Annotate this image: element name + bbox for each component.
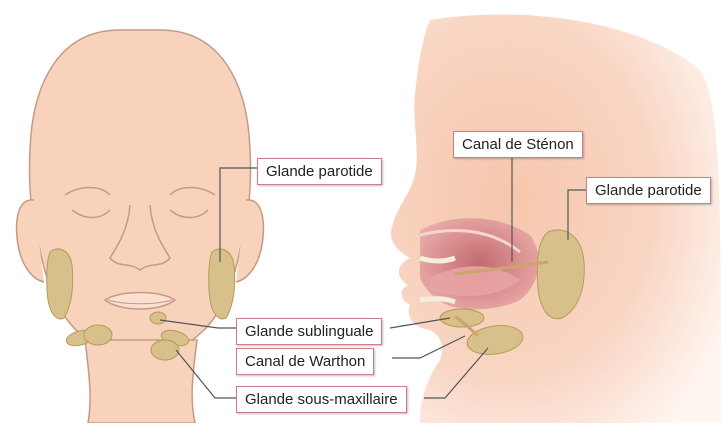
front-head — [17, 30, 264, 423]
front-parotid-left-gland — [47, 249, 73, 319]
label-stenon-canal: Canal de Sténon — [453, 131, 583, 158]
front-parotid-right-gland — [209, 249, 235, 319]
label-side-parotid: Glande parotide — [586, 177, 711, 204]
front-small-gland-left — [150, 312, 166, 324]
label-sublingual: Glande sublinguale — [236, 318, 382, 345]
front-neck — [85, 340, 197, 423]
front-submaxillary-left — [84, 325, 112, 345]
side-head — [391, 14, 721, 423]
label-warthon-canal: Canal de Warthon — [236, 348, 374, 375]
side-head-shape — [391, 14, 721, 423]
label-submaxillary: Glande sous-maxillaire — [236, 386, 407, 413]
label-front-parotid: Glande parotide — [257, 158, 382, 185]
front-submaxillary-right — [151, 340, 179, 360]
